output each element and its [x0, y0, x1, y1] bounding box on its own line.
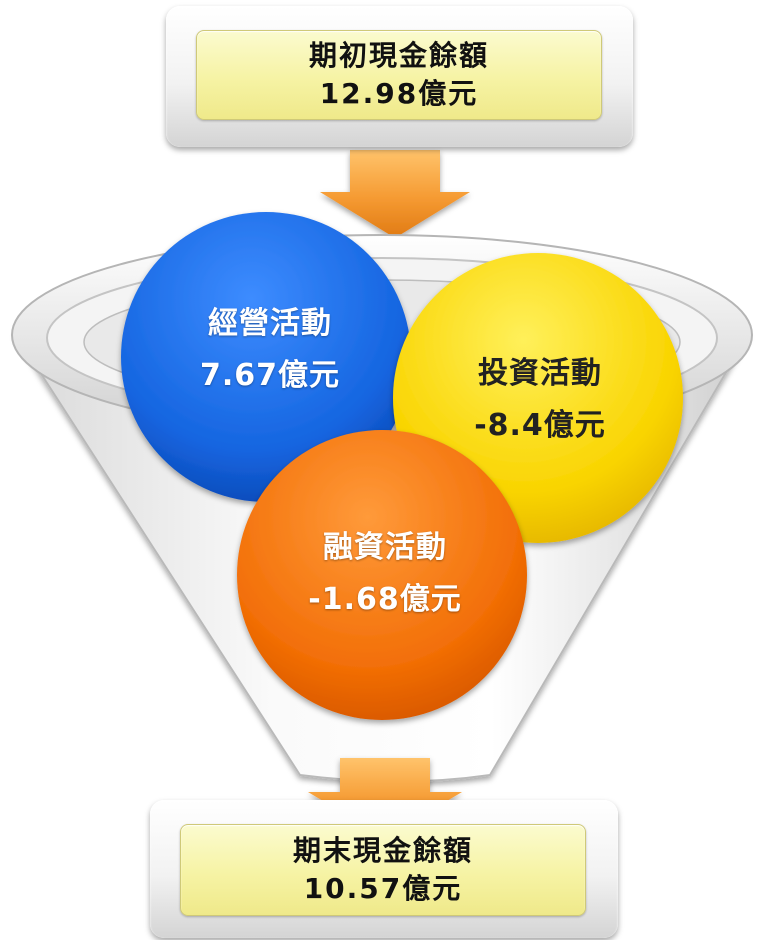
start-cash-box: 期初現金餘額 12.98億元	[196, 30, 602, 120]
financing-activities-circle	[237, 430, 527, 720]
start-cash-label: 期初現金餘額	[308, 39, 489, 73]
financing-activities-value: -1.68億元	[308, 582, 462, 617]
down-arrow-icon	[320, 150, 470, 238]
financing-activities-text: 融資活動 -1.68億元	[270, 504, 500, 644]
operating-activities-text: 經營活動 7.67億元	[160, 280, 380, 420]
down-arrow-icon	[308, 758, 462, 838]
financing-activities-label: 融資活動	[323, 529, 447, 565]
investing-activities-label: 投資活動	[478, 355, 602, 391]
start-cash-value: 12.98億元	[319, 77, 479, 110]
operating-activities-value: 7.67億元	[199, 358, 341, 393]
operating-activities-label: 經營活動	[208, 305, 332, 341]
end-cash-box: 期末現金餘額 10.57億元	[180, 824, 586, 916]
end-cash-value: 10.57億元	[303, 872, 463, 905]
operating-activities-circle	[121, 212, 411, 502]
investing-activities-value: -8.4億元	[474, 408, 606, 443]
end-cash-label: 期末現金餘額	[292, 834, 473, 868]
investing-activities-text: 投資活動 -8.4億元	[430, 330, 650, 470]
